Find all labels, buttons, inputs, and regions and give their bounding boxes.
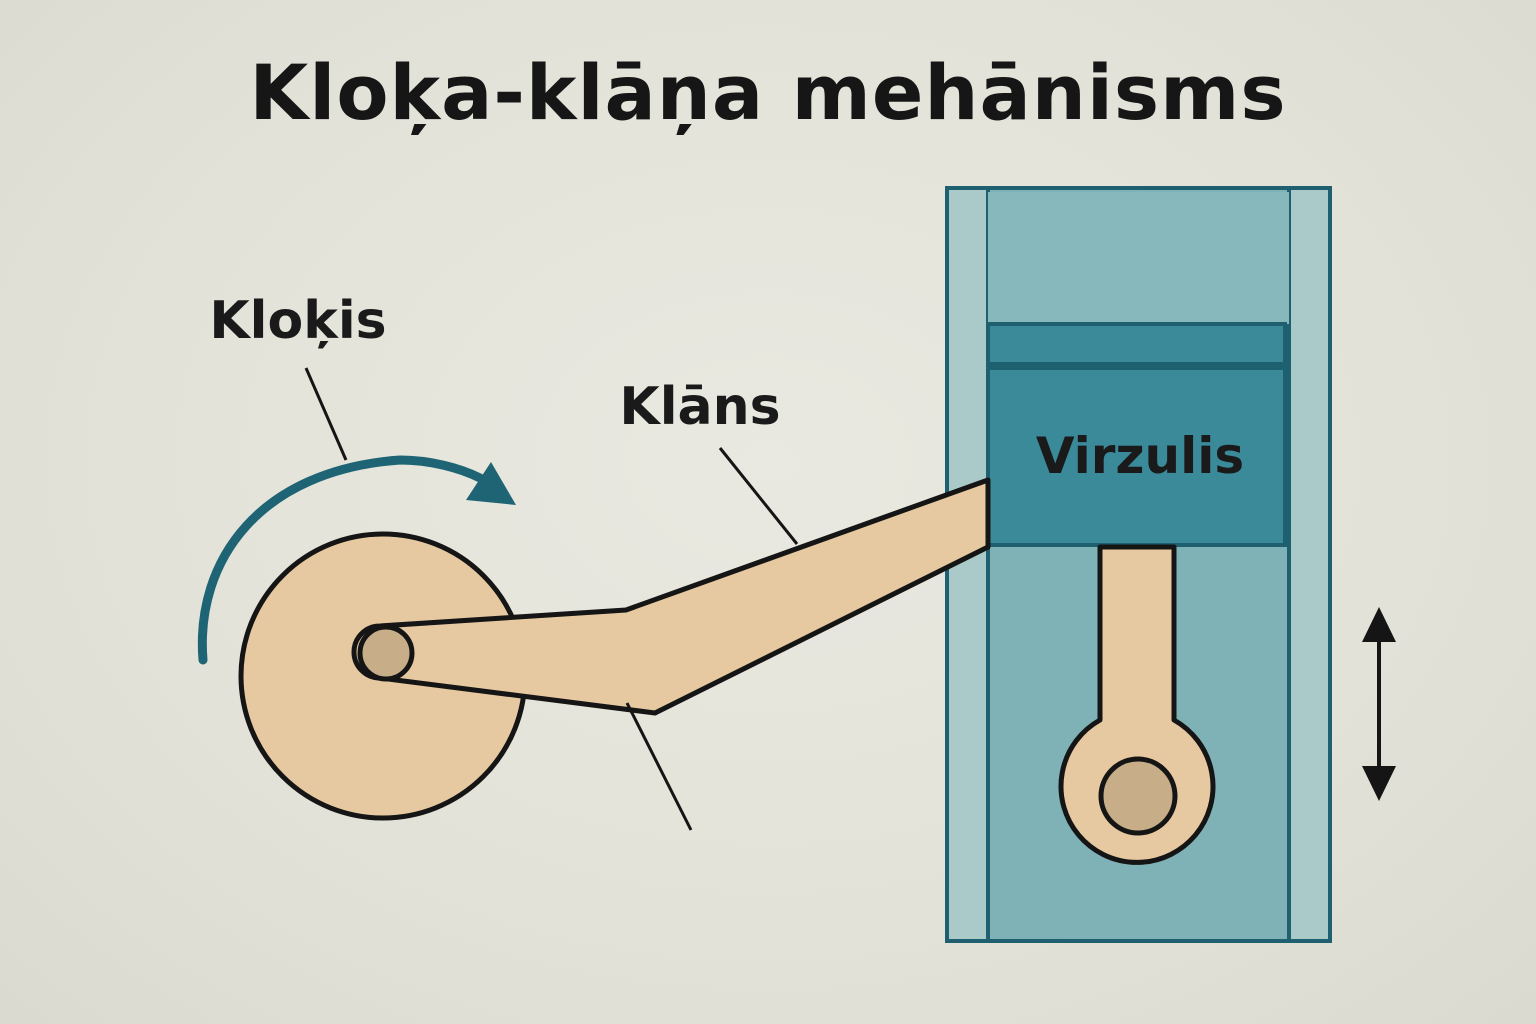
crank-label: Kloķis [209, 291, 386, 351]
curved-arrow-icon [197, 455, 516, 665]
page-title: Kloķa-klāņa mehānisms [249, 48, 1287, 137]
crank-pin [357, 624, 415, 682]
piston-rod [1058, 544, 1216, 865]
rod-lower-leader-line [625, 702, 693, 831]
rod-leader-line [718, 447, 799, 545]
double-vertical-arrow-icon [1362, 607, 1396, 801]
wrist-pin [1098, 756, 1178, 836]
connecting-rod [351, 477, 991, 716]
piston-ring [986, 322, 1287, 366]
piston-label: Virzulis [1036, 427, 1244, 485]
cylinder-head-space [988, 192, 1289, 324]
connecting-rod-label: Klāns [619, 377, 780, 437]
crank-leader-line [304, 367, 348, 461]
piston-body [986, 366, 1287, 547]
